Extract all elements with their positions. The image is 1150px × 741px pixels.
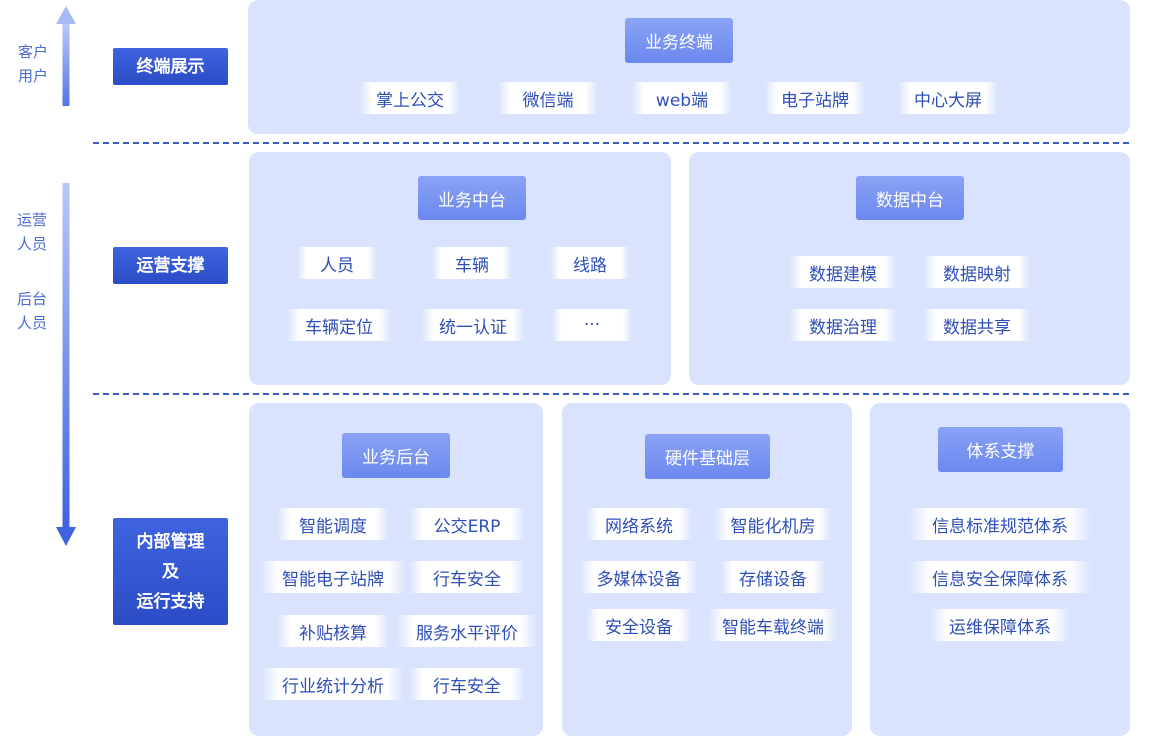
chip-item: 服务水平评价 (397, 615, 537, 647)
chip-item: 微信端 (498, 82, 598, 114)
backend-staff-label: 后台 人员 (12, 287, 52, 335)
chip-item: 多媒体设备 (580, 561, 698, 593)
chip-item: 智能电子站牌 (260, 561, 406, 593)
chip-item: 掌上公交 (360, 82, 460, 114)
chip-item: 智能调度 (277, 508, 389, 540)
chip-item: 数据治理 (789, 309, 897, 341)
chip-item: 线路 (550, 247, 630, 279)
chip-item: 行车安全 (409, 668, 525, 700)
chip-item: 智能车载终端 (708, 609, 838, 641)
separator-top (93, 142, 1129, 144)
chip-item: 安全设备 (586, 609, 692, 641)
panel-business-backend: 业务后台 智能调度 公交ERP 智能电子站牌 行车安全 补贴核算 服务水平评价 … (249, 403, 543, 736)
layer-ops-support: 运营支撑 (113, 247, 228, 284)
panel-title: 业务后台 (342, 433, 450, 478)
chip-item: 车辆定位 (287, 309, 391, 341)
layer-internal-line1: 内部管理 (136, 531, 205, 552)
chip-item: 公交ERP (409, 508, 525, 540)
chip-item: 行业统计分析 (262, 668, 404, 700)
chip-item: 信息安全保障体系 (908, 561, 1092, 593)
chip-item: 统一认证 (421, 309, 525, 341)
bottom-arrow (55, 183, 77, 548)
panel-title: 体系支撑 (938, 427, 1063, 472)
customer-label-line1: 客户 (17, 43, 48, 61)
panel-title: 硬件基础层 (645, 434, 770, 479)
chip-item: 行车安全 (409, 561, 525, 593)
chip-item: web端 (632, 82, 732, 114)
separator-middle (93, 393, 1129, 395)
panel-hardware-layer: 硬件基础层 网络系统 智能化机房 多媒体设备 存储设备 安全设备 智能车载终端 (562, 403, 852, 736)
backend-label-line2: 人员 (16, 314, 47, 332)
chip-item: 信息标准规范体系 (908, 508, 1092, 540)
backend-label-line1: 后台 (16, 290, 47, 308)
layer-internal-line3: 运行支持 (136, 591, 205, 612)
customer-user-label: 客户 用户 (13, 40, 53, 88)
layer-internal-management: 内部管理 及 运行支持 (113, 518, 228, 625)
layer-internal-line2: 及 (162, 561, 179, 582)
arrow-down-icon (56, 183, 76, 546)
customer-label-line2: 用户 (17, 67, 48, 85)
operator-label-line2: 人员 (16, 235, 47, 253)
arrow-up-icon (56, 6, 76, 106)
layer-terminal-display: 终端展示 (113, 48, 228, 85)
operator-label-line1: 运营 (16, 211, 47, 229)
chip-item: 运维保障体系 (930, 609, 1070, 641)
panel-business-terminal: 业务终端 掌上公交 微信端 web端 电子站牌 中心大屏 (248, 0, 1130, 134)
panel-system-support: 体系支撑 信息标准规范体系 信息安全保障体系 运维保障体系 (870, 403, 1130, 736)
chip-item: 补贴核算 (277, 615, 389, 647)
panel-title: 业务中台 (418, 176, 526, 220)
layer-terminal-text: 终端展示 (136, 56, 205, 77)
chip-item: 网络系统 (586, 508, 692, 540)
chip-item: 存储设备 (720, 561, 826, 593)
top-arrow (55, 6, 77, 106)
chip-item: ··· (552, 309, 632, 341)
chip-item: 人员 (297, 247, 377, 279)
layer-ops-text: 运营支撑 (136, 255, 205, 276)
chip-item: 中心大屏 (898, 82, 998, 114)
chip-item: 车辆 (432, 247, 512, 279)
chip-item: 数据映射 (923, 256, 1031, 288)
panel-data-center: 数据中台 数据建模 数据映射 数据治理 数据共享 (689, 152, 1130, 385)
panel-business-center: 业务中台 人员 车辆 线路 车辆定位 统一认证 ··· (249, 152, 671, 385)
chip-item: 电子站牌 (765, 82, 865, 114)
chip-item: 智能化机房 (714, 508, 832, 540)
chip-item: 数据建模 (789, 256, 897, 288)
panel-title: 业务终端 (625, 18, 733, 63)
panel-title: 数据中台 (856, 176, 964, 220)
chip-item: 数据共享 (923, 309, 1031, 341)
operator-label: 运营 人员 (12, 208, 52, 256)
